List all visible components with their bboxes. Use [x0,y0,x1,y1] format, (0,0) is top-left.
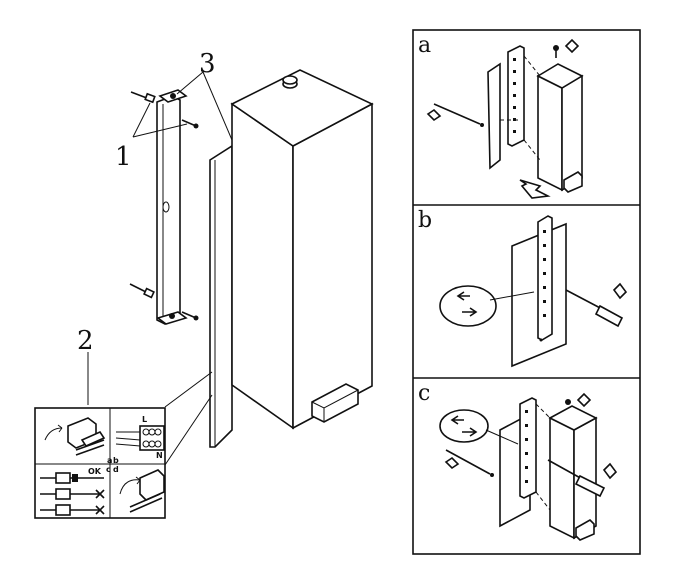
connector-row-1 [40,472,104,484]
label-d: d [113,465,119,474]
connector-row-2 [40,488,105,500]
label-3: 3 [199,49,216,79]
callout-lines [164,371,213,466]
wall-bracket [156,89,188,325]
panel-label-c: c [418,381,430,406]
heater-unit [230,69,374,430]
step-c-illustration [439,392,618,541]
label-l: L [142,415,147,424]
wiring-inset: L N OK a b c d [34,407,166,519]
label-ok: OK [88,467,102,476]
label-2: 2 [77,326,94,356]
connector-row-3 [40,504,105,516]
label-c: c [106,465,111,474]
label-a: a [107,456,112,465]
panel-label-b: b [418,208,432,233]
label-1: 1 [115,142,132,172]
step-a-illustration [426,38,584,199]
label-b: b [113,456,119,465]
label-n: N [156,451,163,460]
panel-label-a: a [418,33,431,58]
screws [129,91,199,321]
leader-lines [87,71,233,405]
step-b-illustration [439,215,628,368]
back-plate [209,144,233,448]
